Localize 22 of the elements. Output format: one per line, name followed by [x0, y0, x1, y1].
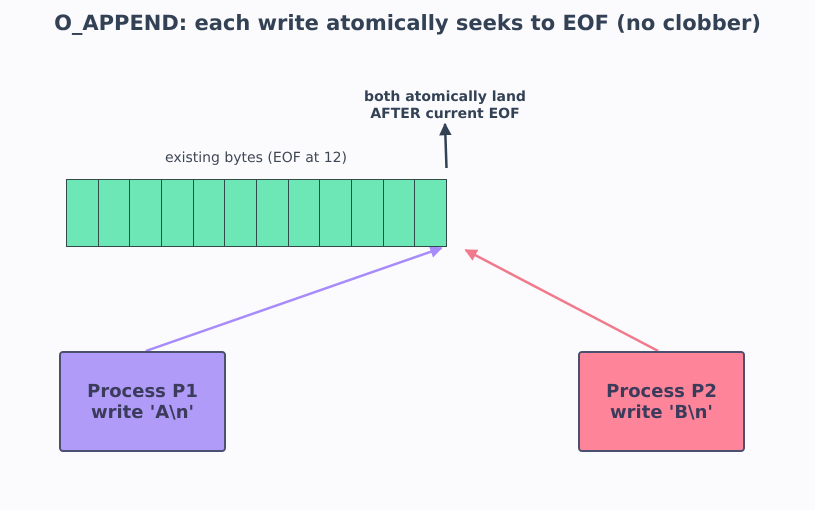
byte-cell [161, 179, 194, 247]
note-text: both atomically land AFTER current EOF [345, 89, 545, 125]
arrow [464, 248, 659, 352]
caption-text: existing bytes (EOF at 12) [164, 150, 348, 166]
process-label: Process P1 write 'A\n' [86, 380, 199, 422]
byte-cell [66, 179, 100, 247]
byte-cell [319, 179, 352, 247]
byte-cell [129, 179, 162, 247]
process-box [578, 351, 745, 452]
byte-cell [382, 179, 416, 247]
byte-cell [351, 179, 384, 247]
byte-cell [414, 179, 448, 247]
process-label: Process P2 write 'B\n' [605, 380, 718, 422]
byte-cell [98, 179, 131, 247]
arrow [145, 246, 443, 352]
process-box [59, 351, 226, 452]
arrow [439, 122, 452, 168]
byte-cell [224, 179, 258, 247]
title: O_APPEND: each write atomically seeks to EOF (no clobber) [53, 11, 762, 35]
byte-cell [288, 179, 321, 247]
byte-cell [192, 179, 226, 247]
byte-cell [256, 179, 290, 247]
